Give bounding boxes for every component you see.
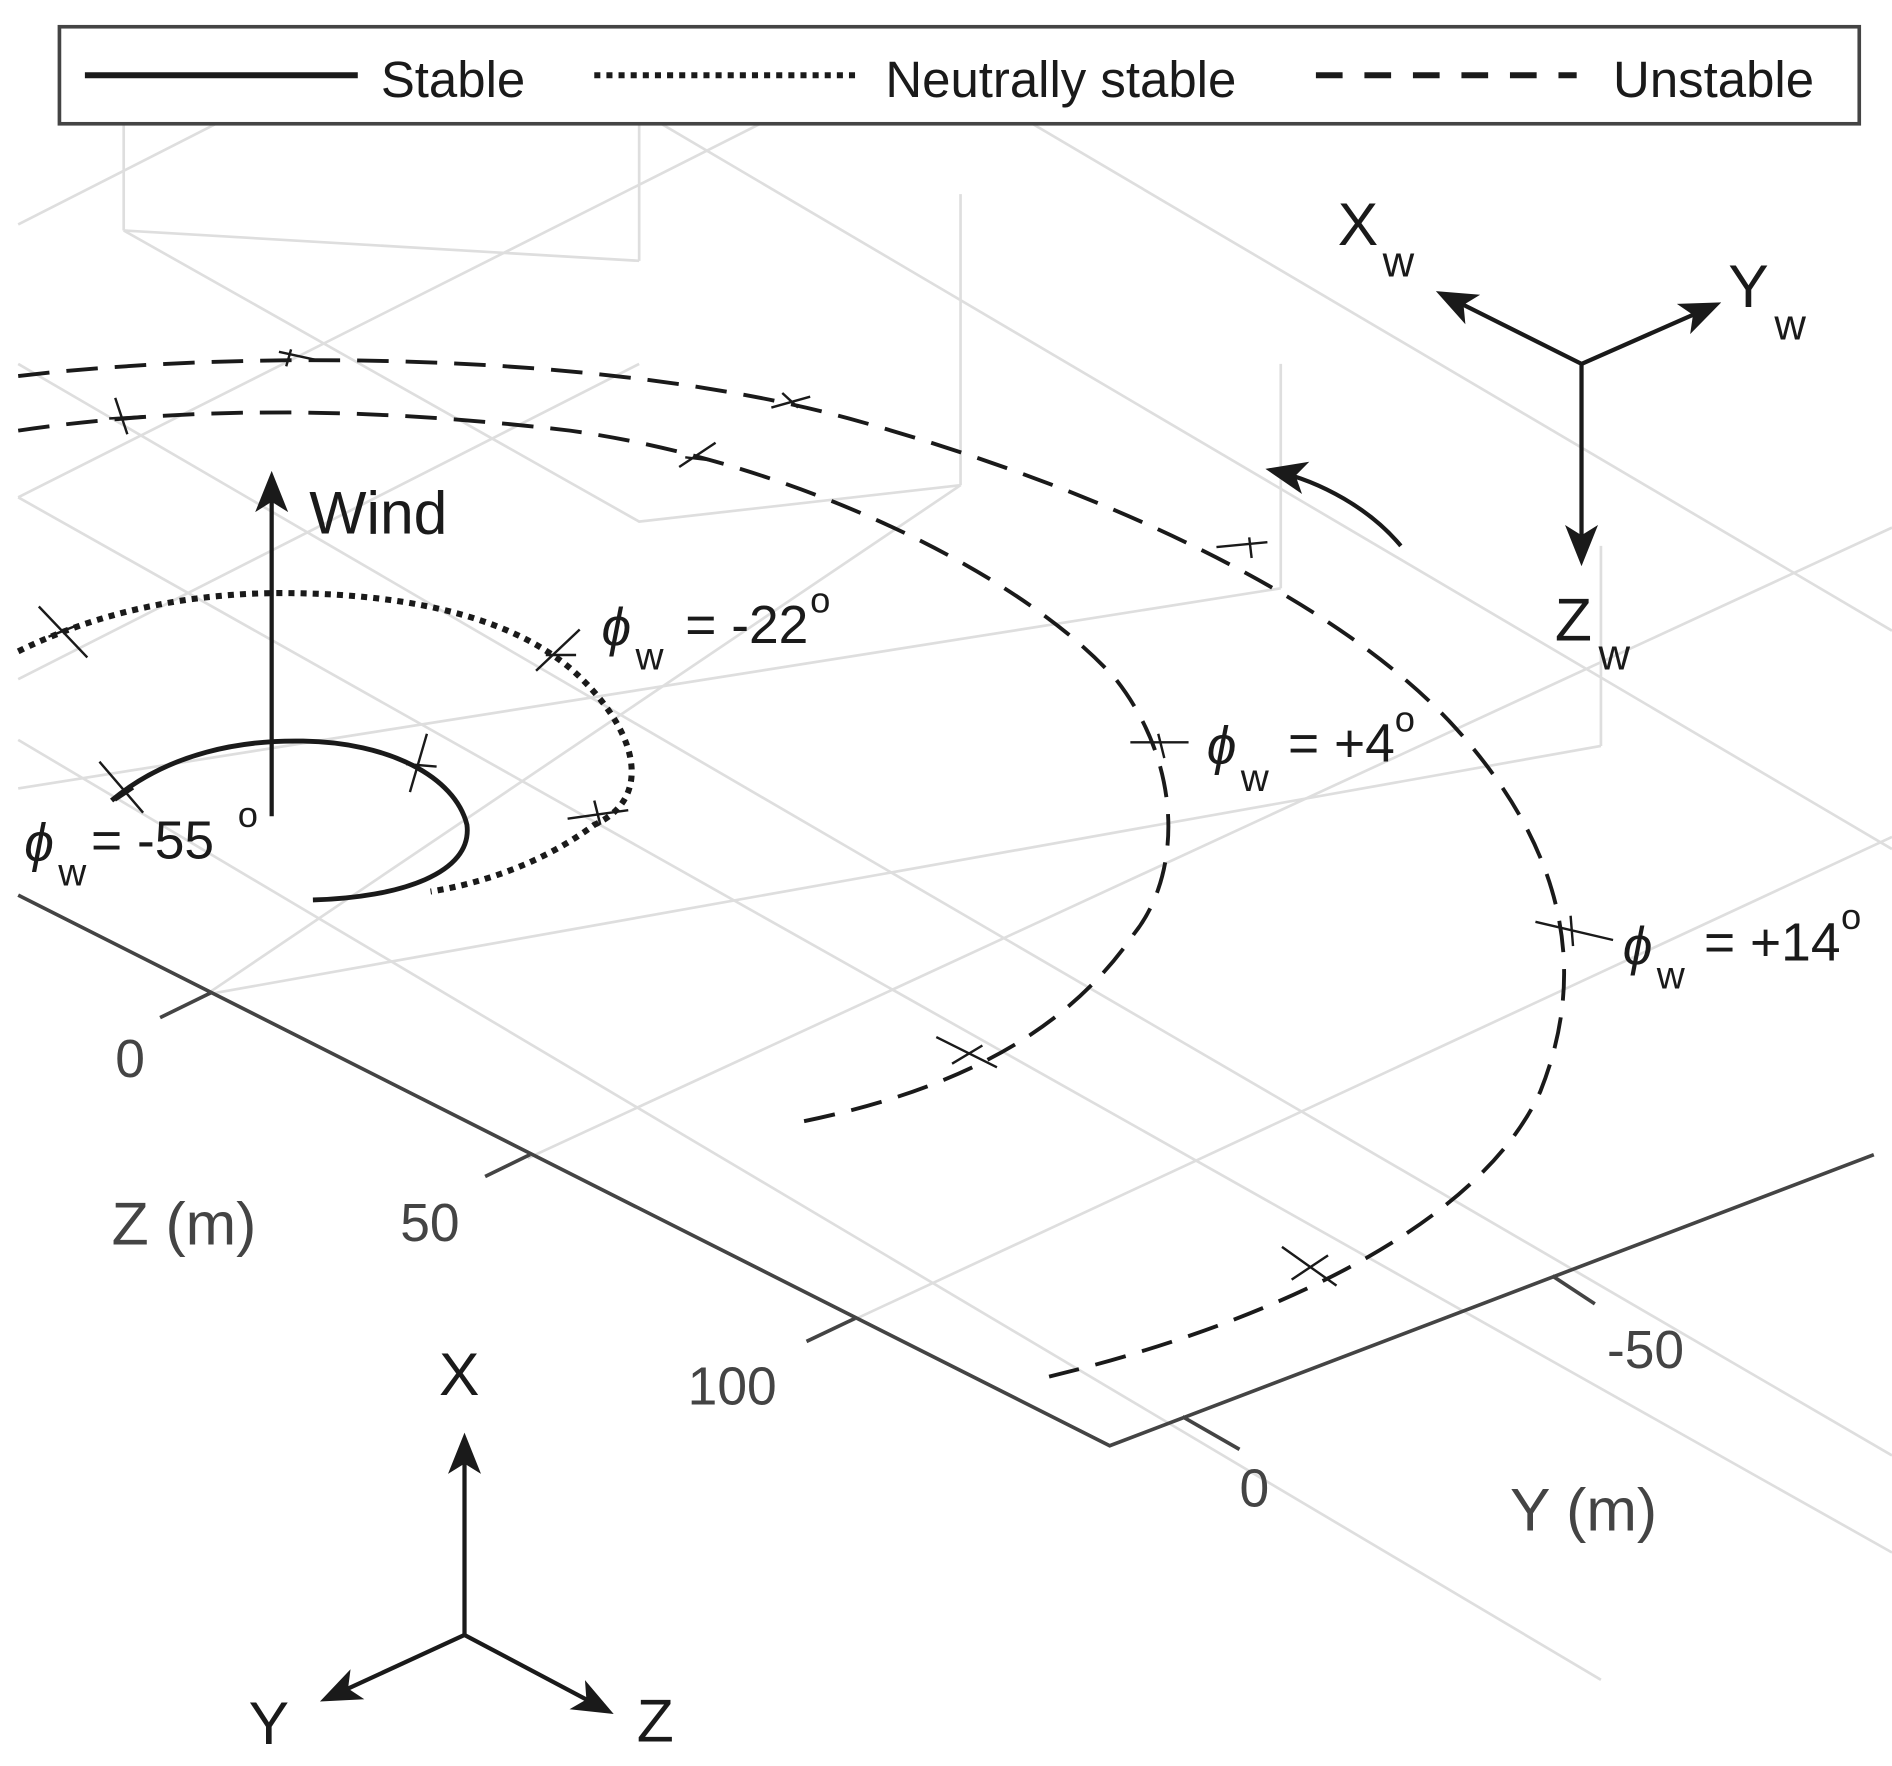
phi-subscript: w	[635, 636, 665, 679]
wind-indicator: Wind	[255, 470, 447, 817]
z-label: Z	[637, 1687, 674, 1755]
phi-symbol: ϕ	[1623, 917, 1653, 976]
y-axis-label: Y (m)	[1510, 1476, 1657, 1544]
aircraft-marker	[535, 628, 581, 672]
y-tick-0	[1181, 1415, 1241, 1451]
grid-line	[123, 229, 640, 263]
grid-line	[17, 362, 1892, 1457]
series-unstable-inner-line	[17, 410, 1171, 1127]
grid-line	[123, 229, 961, 523]
grid-line	[945, 71, 1892, 632]
z-tick-label-100: 100	[688, 1358, 777, 1417]
yw-arrow-icon	[1580, 302, 1722, 366]
series-neutral-line	[16, 590, 635, 895]
aircraft-marker	[406, 733, 437, 793]
annotation-phi-m55: ϕ w = -55 o	[24, 794, 258, 894]
yw-label: Y	[1728, 252, 1768, 320]
axes: 0 50 100 Z (m) 0 -50 Y (m)	[17, 893, 1875, 1544]
y-tick-m50	[1551, 1274, 1596, 1306]
grid-line	[848, 835, 1892, 1324]
phi-value: = -22	[685, 596, 808, 655]
grid-line	[205, 484, 962, 996]
wind-frame-triad: X w Y w Z w	[1338, 190, 1807, 679]
phi-value: = +4	[1288, 715, 1395, 774]
rotation-direction-arrow-icon	[1265, 461, 1403, 548]
grid-line	[17, 362, 640, 681]
phi-symbol: ϕ	[24, 814, 54, 873]
z-tick-0	[159, 990, 214, 1020]
annotation-phi-m22: ϕ w = -22 o	[602, 580, 831, 679]
aircraft-marker	[1535, 915, 1614, 947]
xw-subscript: w	[1382, 238, 1415, 287]
phi-value: = +14	[1704, 914, 1841, 973]
grid-line	[17, 738, 1602, 1681]
aircraft-marker	[278, 349, 319, 367]
body-frame-triad: X Y Z	[249, 1340, 674, 1757]
aircraft-marker	[771, 392, 811, 409]
degree-symbol: o	[1841, 896, 1861, 937]
y-label: Y	[249, 1689, 289, 1757]
aircraft-marker	[1216, 537, 1268, 559]
aircraft-markers	[37, 349, 1614, 1287]
y-tick-label-0: 0	[1240, 1459, 1270, 1518]
series-unstable-outer-line	[17, 358, 1567, 1379]
phi-subscript: w	[57, 851, 87, 894]
phi-subscript: w	[1240, 757, 1270, 800]
annotation-phi-p14: ϕ w = +14 o	[1623, 896, 1862, 997]
phi-value: = -55	[91, 812, 214, 871]
phi-subscript: w	[1656, 955, 1686, 998]
y-tick-label-m50: -50	[1607, 1321, 1684, 1380]
degree-symbol: o	[238, 794, 258, 835]
grid-lines	[17, 47, 1892, 1681]
z-tick-100	[805, 1316, 856, 1344]
xw-arrow-icon	[1435, 291, 1583, 366]
z-tick-label-0: 0	[115, 1030, 145, 1089]
xw-label: X	[1338, 190, 1378, 258]
aircraft-marker	[109, 397, 146, 435]
grid-line	[17, 586, 1281, 790]
grid-line	[532, 47, 1892, 851]
legend-label-unstable: Unstable	[1613, 51, 1814, 108]
yw-subscript: w	[1773, 301, 1806, 350]
aircraft-marker	[567, 800, 629, 826]
legend-label-neutral: Neutrally stable	[885, 51, 1236, 108]
legend: Stable Neutrally stable Unstable	[57, 24, 1862, 126]
grid-line	[205, 744, 1602, 996]
x-label: X	[439, 1340, 479, 1408]
phi-symbol: ϕ	[1207, 717, 1237, 776]
z-axis-label: Z (m)	[112, 1189, 257, 1257]
degree-symbol: o	[810, 580, 830, 621]
aircraft-marker	[1130, 733, 1189, 759]
grid-line	[17, 496, 1892, 1554]
wind-label: Wind	[309, 479, 447, 547]
axis-lines	[17, 893, 1875, 1448]
annotation-phi-p4: ϕ w = +4 o	[1207, 698, 1415, 799]
aircraft-marker	[37, 605, 89, 659]
aircraft-marker	[1281, 1245, 1338, 1287]
y-arrow-icon	[319, 1633, 466, 1702]
legend-label-stable: Stable	[381, 51, 525, 108]
aircraft-marker	[935, 1035, 998, 1069]
z-tick-label-50: 50	[400, 1194, 459, 1253]
degree-symbol: o	[1395, 698, 1415, 739]
zw-label: Z	[1555, 585, 1592, 653]
aircraft-marker	[98, 760, 145, 814]
grid-line	[527, 526, 1892, 1160]
aircraft-marker	[678, 441, 717, 469]
zw-subscript: w	[1597, 631, 1630, 680]
z-arrow-icon	[463, 1633, 614, 1715]
z-tick-50	[484, 1153, 531, 1179]
phi-symbol: ϕ	[602, 598, 632, 657]
